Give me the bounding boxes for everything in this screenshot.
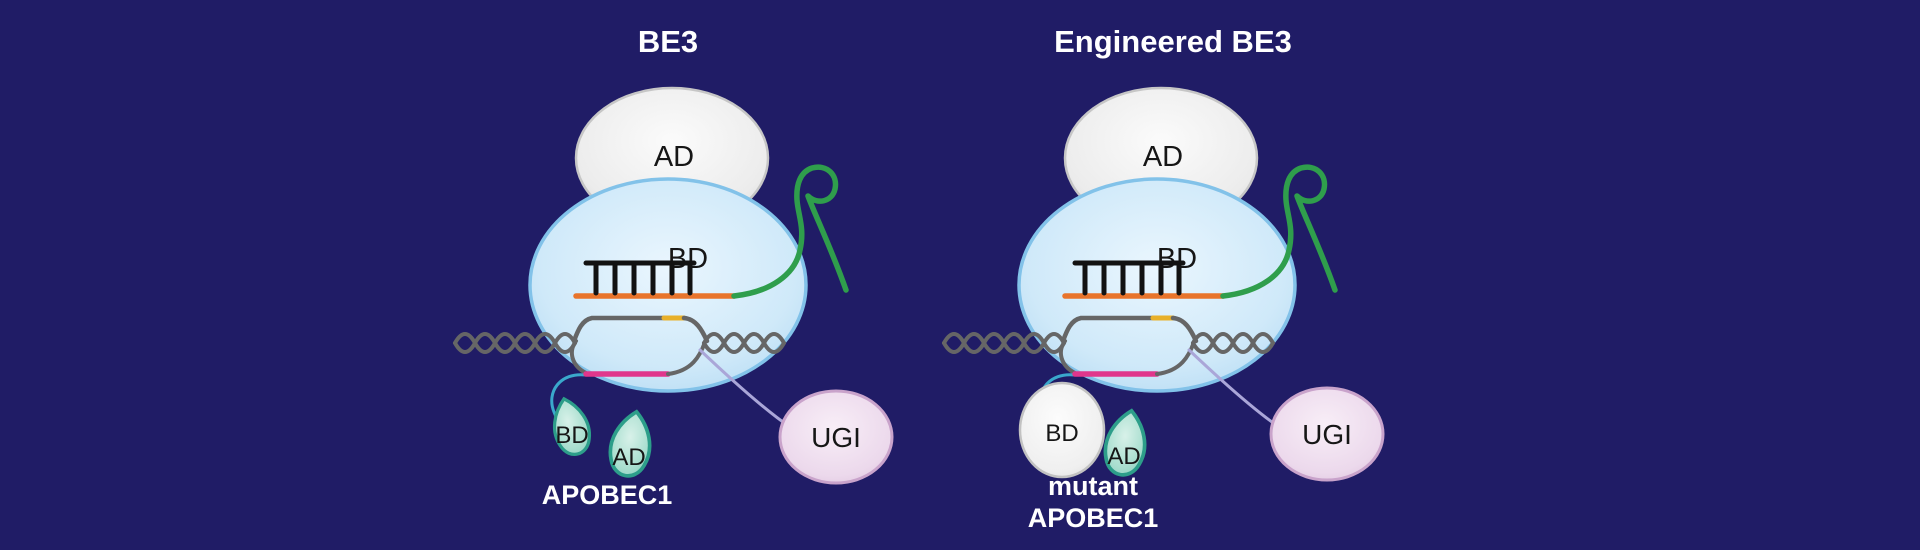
apobec-ad-label: AD: [612, 444, 645, 471]
target-strand-upper-right: [681, 315, 710, 344]
sgrna-scaffold-squiggle: [731, 164, 849, 299]
panel-title: BE3: [638, 24, 698, 59]
dna-helix-left-strand-b: [942, 332, 1066, 354]
target-strand-upper: [1060, 315, 1156, 344]
strand-down-curve: [569, 339, 588, 375]
panel-be3: BE3 AD BD: [453, 24, 894, 510]
strand-down-curve: [1058, 339, 1077, 375]
apobec-mutant-bd-blob: [1018, 381, 1106, 479]
target-strand-upper-right: [1170, 315, 1199, 344]
base-pair-ticks: [593, 261, 693, 296]
cas9-bd-ellipse: [1017, 177, 1297, 393]
cas9-bd-ellipse: [528, 177, 808, 393]
apobec-name-line2: APOBEC1: [1028, 503, 1159, 533]
ad-domain-label: AD: [654, 141, 694, 173]
apobec-ad-label: AD: [1107, 443, 1140, 470]
apobec-ad-leaf: [1103, 408, 1147, 477]
base-pair-ticks: [1082, 261, 1182, 296]
ad-domain-label: AD: [1143, 141, 1183, 173]
ugi-label: UGI: [1302, 419, 1352, 450]
panel-engineered-be3: Engineered BE3 AD BD: [942, 24, 1385, 533]
ugi-blob: [778, 389, 894, 485]
target-strand-upper: [571, 315, 667, 344]
ugi-label: UGI: [811, 422, 861, 453]
apobec-bd-leaf: [552, 396, 591, 456]
strand-up-curve: [1155, 340, 1196, 376]
apobec-name-line1: APOBEC1: [542, 480, 673, 510]
strand-up-curve: [666, 340, 707, 376]
dna-helix-right-strand-b: [1191, 332, 1275, 354]
apobec-name-line1: mutant: [1048, 471, 1138, 501]
apobec-ad-leaf: [608, 409, 652, 478]
sgrna-scaffold-squiggle: [1220, 164, 1338, 299]
apobec-bd-label: BD: [1045, 420, 1078, 447]
dna-helix-right-strand-b: [702, 332, 786, 354]
panel-title: Engineered BE3: [1054, 24, 1292, 59]
dna-helix-left-strand-b: [453, 332, 577, 354]
ugi-blob: [1269, 386, 1385, 482]
apobec-bd-label: BD: [555, 422, 588, 449]
